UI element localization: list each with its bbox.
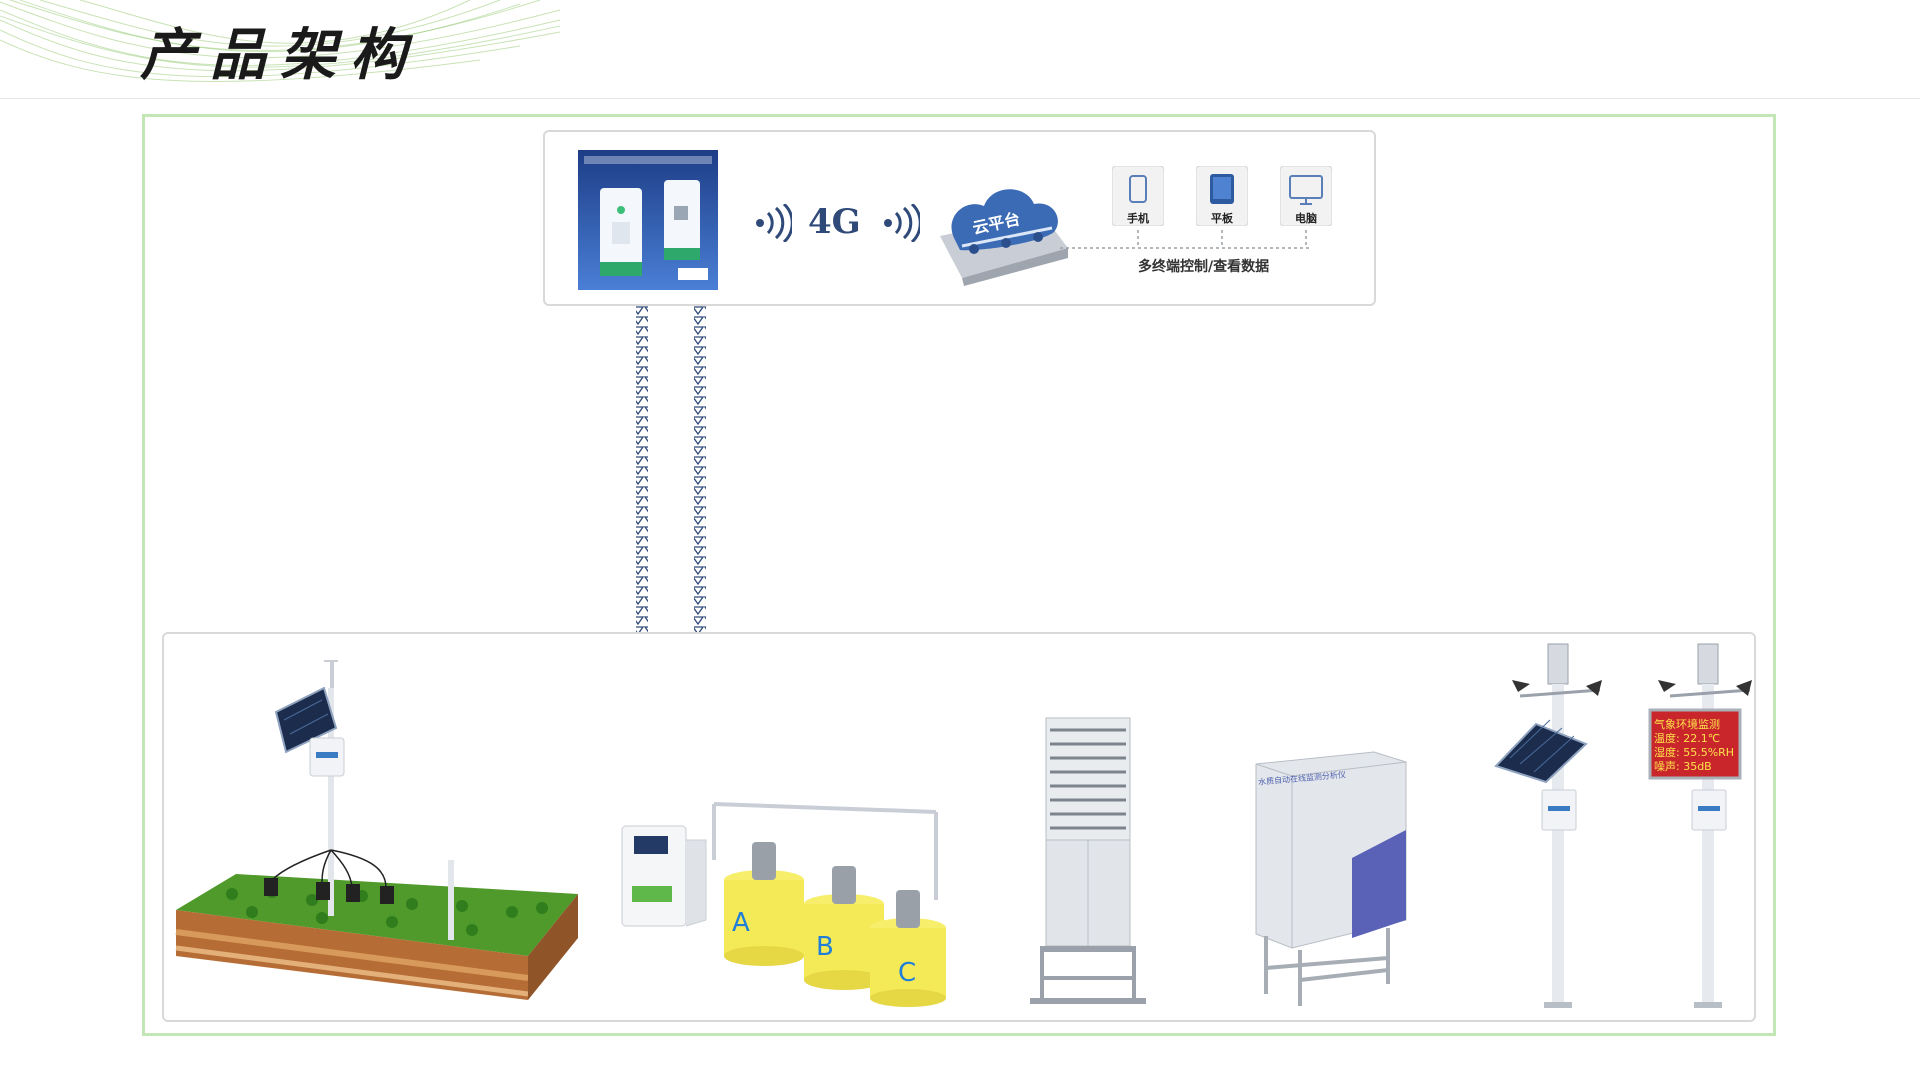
fertigation-tank-system-image xyxy=(621,802,946,1007)
display-line-1: 气象环境监测 xyxy=(1654,718,1720,731)
signal-waves-left-icon xyxy=(756,204,792,242)
soil-sensor-station-image xyxy=(175,660,578,1000)
weather-station-solar-image xyxy=(1494,643,1602,1008)
signal-waves-right-icon xyxy=(884,204,920,242)
multi-terminal-caption: 多终端控制/查看数据 xyxy=(1138,259,1270,275)
monitor-icon xyxy=(1280,166,1332,226)
gateway-device-image xyxy=(578,150,718,290)
display-line-4: 噪声: 35dB xyxy=(1654,760,1712,773)
header-band xyxy=(0,0,1920,99)
display-line-2: 温度: 22.1℃ xyxy=(1654,732,1721,745)
tank-label-a: A xyxy=(732,908,750,938)
tank-label-b: B xyxy=(816,932,834,962)
decorative-wave-lines xyxy=(0,0,560,82)
weather-station-display-image xyxy=(1648,643,1752,1008)
outer-frame xyxy=(142,114,1776,1036)
terminal-label-pc: 电脑 xyxy=(1295,212,1317,225)
display-line-3: 湿度: 55.5%RH xyxy=(1654,746,1735,759)
gateway-device-links xyxy=(636,306,706,632)
terminal-connector-lines xyxy=(1060,230,1310,249)
terminal-label-phone: 手机 xyxy=(1127,212,1149,225)
terminal-label-tablet: 平板 xyxy=(1211,212,1233,225)
tablet-icon xyxy=(1196,166,1248,226)
instrument-shelter-image xyxy=(1030,717,1146,1004)
page-title: 产品架构 xyxy=(140,22,420,88)
tank-label-c: C xyxy=(898,958,917,988)
network-label-4g: 4G xyxy=(808,202,861,242)
cloud-platform-icon xyxy=(940,189,1068,286)
phone-icon xyxy=(1112,166,1164,226)
water-quality-analyzer-cabinet-image xyxy=(1255,751,1407,1006)
